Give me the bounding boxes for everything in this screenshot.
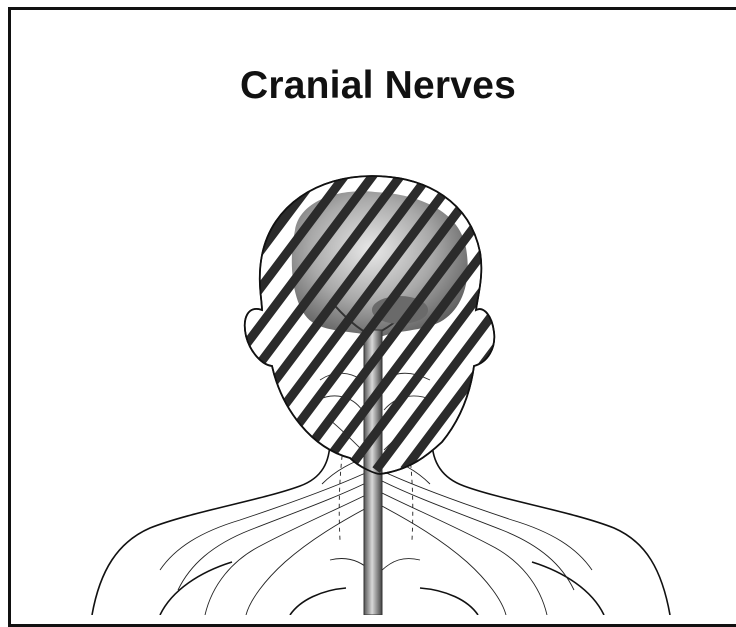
cranial-region-hatch: [68, 150, 644, 470]
